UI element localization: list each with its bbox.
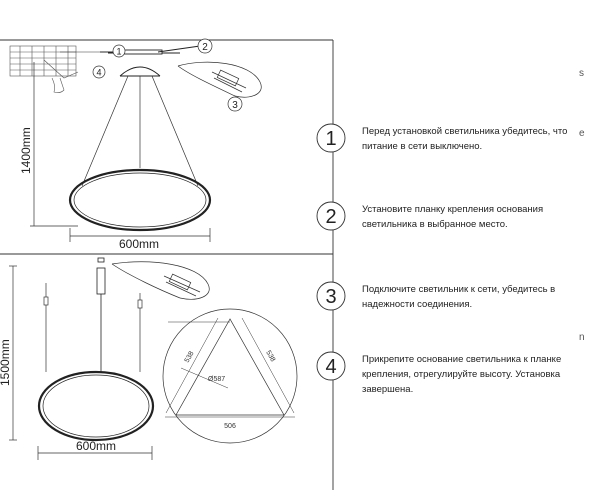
top-cables: [81, 75, 199, 187]
svg-text:4: 4: [96, 68, 101, 78]
top-connector-detail: [177, 61, 262, 98]
callout-2: 2: [197, 38, 213, 54]
bottom-cable-clips: [43, 296, 143, 309]
bottom-height-dimension: [9, 265, 17, 441]
callout-1: 1: [60, 44, 126, 58]
step-4-text: Прикрепите основание светильника к планк…: [362, 354, 562, 395]
bottom-height-label: 1500mm: [0, 339, 12, 386]
ring-diameter-label: Ø587: [208, 376, 225, 383]
step-2-text: Установите планку крепления основания св…: [362, 204, 544, 230]
step-3-text: Подключите светильник к сети, убедитесь …: [362, 284, 556, 310]
svg-text:1: 1: [325, 128, 336, 150]
top-height-dimension: [30, 62, 78, 227]
step-circle-2: 2: [316, 201, 346, 231]
ring-triangle-detail: [162, 308, 298, 444]
top-diagram: 1 2 3 4 1400mm 600mm: [9, 38, 262, 251]
bottom-diagram: 1500mm 600mm 538 538 506 Ø587: [0, 257, 298, 460]
svg-text:4: 4: [325, 356, 336, 378]
svg-text:2: 2: [325, 206, 336, 228]
bottom-cables: [45, 283, 141, 372]
callout-3: 3: [227, 96, 243, 112]
svg-text:1: 1: [116, 47, 121, 57]
bottom-canopy: [96, 257, 106, 372]
top-width-dimension: [69, 228, 211, 242]
top-height-label: 1400mm: [19, 127, 33, 174]
ring-side-left-label: 538: [184, 350, 196, 364]
svg-text:2: 2: [202, 42, 208, 53]
margin-letter-e: e: [579, 128, 585, 139]
step-1-text: Перед установкой светильника убедитесь, …: [362, 126, 568, 152]
svg-text:3: 3: [232, 100, 238, 111]
top-width-label: 600mm: [119, 237, 159, 251]
ring-side-right-label: 538: [264, 350, 276, 364]
margin-letter-s: s: [579, 68, 584, 79]
frame: [0, 39, 334, 490]
ring-base-label: 506: [224, 423, 236, 430]
bottom-width-dimension: [37, 446, 153, 460]
svg-text:3: 3: [325, 286, 336, 308]
bottom-connector-detail: [111, 261, 210, 300]
margin-letter-n: n: [579, 332, 585, 343]
step-circle-1: 1: [316, 123, 346, 153]
bottom-ring: [37, 370, 155, 442]
hand-sketch: [9, 45, 79, 93]
step-circle-3: 3: [316, 281, 346, 311]
step-circle-4: 4: [316, 351, 346, 381]
callout-4: 4: [92, 65, 106, 79]
bottom-width-label: 600mm: [76, 439, 116, 453]
top-ring: [68, 168, 212, 232]
